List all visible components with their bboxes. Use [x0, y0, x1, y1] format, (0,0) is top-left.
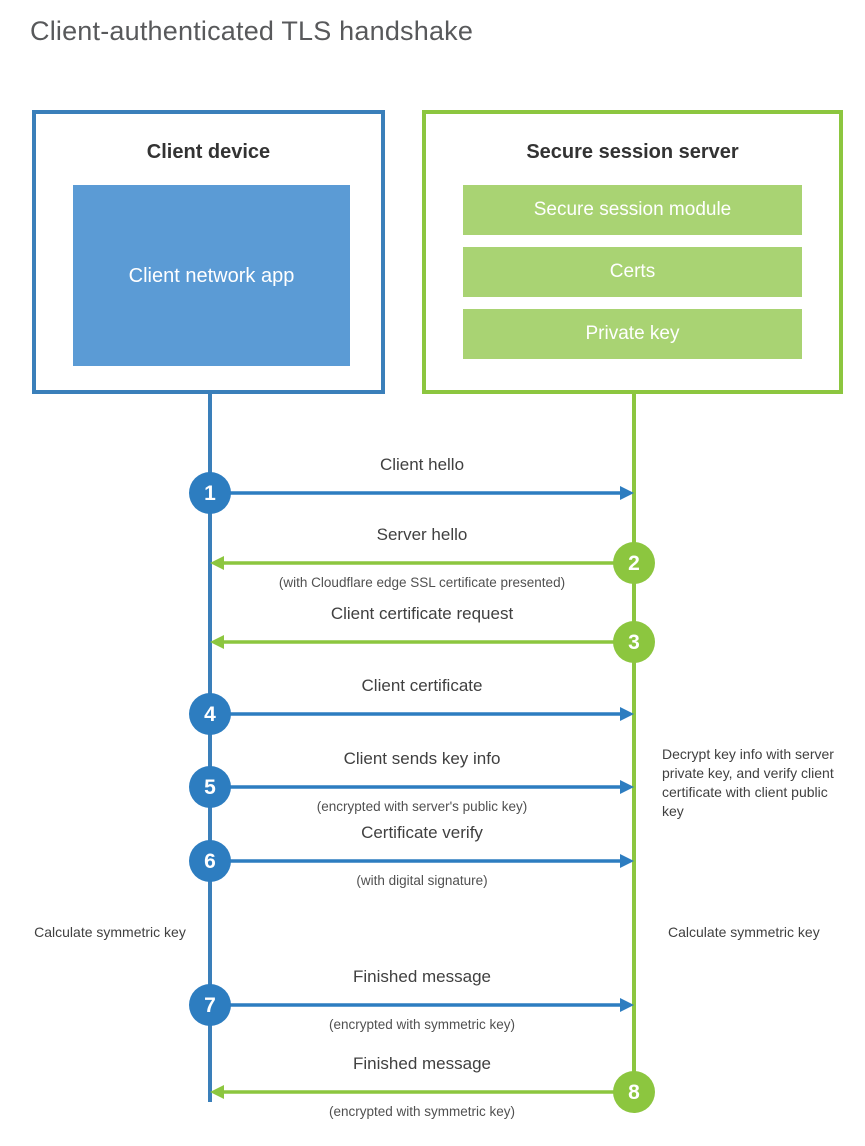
client-device-box: Client device Client network app	[32, 110, 385, 394]
step-number-circle-5: 5	[189, 766, 231, 808]
arrow-7-icon	[210, 998, 634, 1012]
step-label-1: Client hello	[379, 455, 465, 474]
step-number-circle-6: 6	[189, 840, 231, 882]
server-block-private-key: Private key	[463, 309, 802, 359]
step-sublabel-5: (encrypted with server's public key)	[316, 799, 528, 814]
step-label-7: Finished message	[353, 967, 491, 986]
client-lifeline	[208, 392, 212, 1102]
step-label-2: Server hello	[376, 525, 468, 544]
note-decrypt-key-info: Decrypt key info with server private key…	[662, 746, 834, 819]
arrow-4-icon	[210, 707, 634, 721]
step-number-circle-1: 1	[189, 472, 231, 514]
step-sublabel-8: (encrypted with symmetric key)	[328, 1104, 516, 1119]
arrow-5-icon	[210, 780, 634, 794]
client-network-app-block: Client network app	[73, 185, 350, 366]
step-label-3: Client certificate request	[330, 604, 514, 623]
server-lifeline	[632, 392, 636, 1094]
step-sublabel-7: (encrypted with symmetric key)	[328, 1017, 516, 1032]
step-label-4: Client certificate	[361, 676, 483, 695]
server-block-certs: Certs	[463, 247, 802, 297]
note-calculate-symmetric-key-server: Calculate symmetric key	[668, 924, 820, 940]
step-number-circle-3: 3	[613, 621, 655, 663]
step-number-circle-7: 7	[189, 984, 231, 1026]
secure-session-server-box: Secure session server Secure session mod…	[422, 110, 843, 394]
step-label-6: Certificate verify	[361, 823, 483, 842]
arrow-8-icon	[210, 1085, 634, 1099]
step-label-8: Finished message	[353, 1054, 491, 1073]
server-block-secure-session-module: Secure session module	[463, 185, 802, 235]
step-sublabel-2: (with Cloudflare edge SSL certificate pr…	[278, 575, 566, 590]
page-title: Client-authenticated TLS handshake	[30, 16, 474, 46]
step-sublabel-6: (with digital signature)	[356, 873, 488, 888]
arrow-1-icon	[210, 486, 634, 500]
client-device-title: Client device	[146, 141, 271, 163]
step-label-5: Client sends key info	[343, 749, 501, 768]
arrow-3-icon	[210, 635, 634, 649]
secure-session-server-title: Secure session server	[526, 141, 739, 163]
note-calculate-symmetric-key-client: Calculate symmetric key	[34, 924, 186, 940]
arrow-2-icon	[210, 556, 634, 570]
arrow-6-icon	[210, 854, 634, 868]
step-number-circle-8: 8	[613, 1071, 655, 1113]
step-number-circle-2: 2	[613, 542, 655, 584]
step-number-circle-4: 4	[189, 693, 231, 735]
